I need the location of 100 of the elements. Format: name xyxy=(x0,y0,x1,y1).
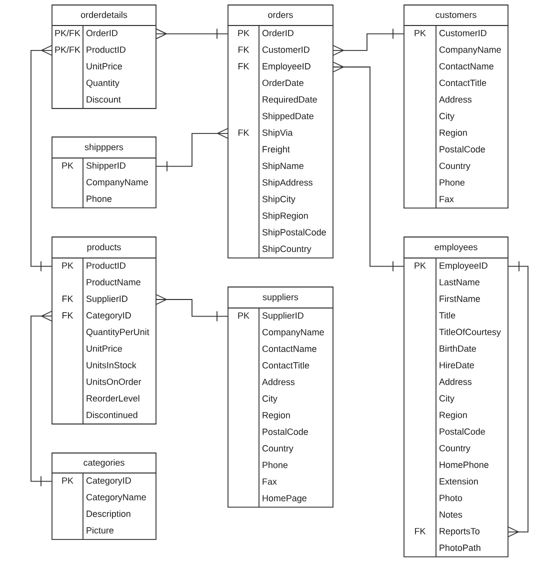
attribute-name: City xyxy=(439,394,454,404)
attribute-name: ShipAddress xyxy=(262,179,312,188)
attribute-name: CustomerID xyxy=(262,46,310,53)
attribute-name: EmployeeID xyxy=(262,62,310,72)
attribute-name: ContactTitle xyxy=(439,79,486,86)
attribute-name: ProductID xyxy=(86,46,126,53)
attribute-name: ShipperID xyxy=(86,162,126,170)
attribute-name: CompanyName xyxy=(86,178,148,188)
key-label: PK xyxy=(238,30,250,36)
attribute-name: ShipCity xyxy=(262,196,296,204)
attribute-name: ProductName xyxy=(86,278,140,286)
attribute-name: OrderID xyxy=(262,30,294,36)
attribute-name: Country xyxy=(439,162,470,171)
key-label: PK xyxy=(414,30,426,36)
attribute-name: Country xyxy=(439,444,470,454)
attribute-name: Fax xyxy=(262,478,277,485)
attribute-name: UnitsOnOrder xyxy=(86,378,142,385)
attribute-name: OrderID xyxy=(86,30,118,36)
attribute-name: RequiredDate xyxy=(262,96,317,104)
attribute-name: SupplierID xyxy=(262,312,304,320)
attribute-name: HomePhone xyxy=(440,461,488,468)
attribute-name: CompanyName xyxy=(439,46,501,55)
attribute-name: Notes xyxy=(440,511,462,518)
attribute-name: ShipName xyxy=(262,162,304,171)
relationship-line xyxy=(508,260,528,538)
attribute-name: ContactName xyxy=(262,346,316,352)
attribute-name: PostalCode xyxy=(440,428,485,435)
key-label: FK xyxy=(62,312,74,318)
attribute-name: ProductID xyxy=(86,262,126,269)
attribute-name: Extension xyxy=(440,478,478,485)
attribute-name: EmployeeID xyxy=(440,262,488,270)
key-label: PK/FK xyxy=(55,30,80,36)
relationship-line xyxy=(156,128,228,172)
relationship-line xyxy=(156,294,228,322)
attribute-name: Address xyxy=(439,378,472,385)
attribute-name: Region xyxy=(440,412,467,420)
attribute-name: Fax xyxy=(440,196,454,202)
attribute-name: ShippedDate xyxy=(262,112,314,122)
attribute-name: ContactTitle xyxy=(262,362,310,369)
attribute-name: CompanyName xyxy=(262,328,324,338)
relationship-line xyxy=(332,28,404,56)
attribute-name: Phone xyxy=(440,179,465,186)
attribute-name: UnitPrice xyxy=(86,62,122,70)
attribute-name: Address xyxy=(439,96,472,103)
key-label: PK xyxy=(414,262,426,269)
attribute-name: Discontinued xyxy=(86,412,138,418)
attribute-name: Discount xyxy=(86,96,121,103)
attribute-name: CategoryName xyxy=(86,494,146,502)
attribute-name: CategoryID xyxy=(86,312,131,320)
attribute-name: Region xyxy=(262,412,290,420)
key-label: PK xyxy=(238,312,250,319)
attribute-name: FirstName xyxy=(440,295,480,302)
attribute-name: Address xyxy=(262,378,295,386)
attribute-name: Quantity xyxy=(86,79,120,88)
attribute-name: HireDate xyxy=(440,362,474,368)
attribute-name: BirthDate xyxy=(440,345,476,352)
attribute-name: CategoryID xyxy=(86,477,131,486)
relationship-line xyxy=(30,44,52,272)
key-label: PK xyxy=(62,477,74,484)
attribute-name: Country xyxy=(262,445,294,454)
key-label: FK xyxy=(415,528,426,534)
attribute-name: Phone xyxy=(86,195,112,202)
attribute-name: CustomerID xyxy=(439,30,486,36)
attribute-name: PhotoPath xyxy=(440,544,480,551)
attribute-name: Title xyxy=(439,312,456,319)
relationship-line xyxy=(30,310,52,487)
relationship-line xyxy=(156,28,228,40)
attribute-name: Photo xyxy=(440,494,462,502)
key-label: PK xyxy=(62,262,74,269)
attribute-name: ShipCountry xyxy=(262,245,312,254)
attribute-name: ShipPostalCode xyxy=(262,228,326,238)
attribute-name: HomePage xyxy=(262,495,306,504)
key-label: FK xyxy=(62,296,74,302)
attribute-name: PostalCode xyxy=(262,428,308,435)
attribute-name: Description xyxy=(86,510,130,519)
attribute-name: OrderDate xyxy=(262,79,304,86)
key-label: PK xyxy=(62,162,74,169)
attribute-name: City xyxy=(439,112,454,122)
attribute-name: ShipVia xyxy=(262,129,293,138)
attribute-name: ContactName xyxy=(439,63,494,70)
key-label: PK/FK xyxy=(55,46,80,53)
attribute-name: ReportsTo xyxy=(440,528,480,536)
attribute-name: ReorderLevel xyxy=(86,394,140,402)
key-label: FK xyxy=(238,46,250,53)
attribute-name: UnitsInStock xyxy=(86,362,136,368)
attribute-name: SupplierID xyxy=(86,295,128,304)
attribute-name: Freight xyxy=(262,146,290,154)
attribute-name: QuantityPerUnit xyxy=(86,328,150,337)
attribute-name: TitleOfCourtesy xyxy=(439,328,501,337)
key-label: FK xyxy=(238,130,250,136)
attribute-name: City xyxy=(262,395,278,404)
attribute-name: Region xyxy=(440,129,467,138)
attribute-name: Picture xyxy=(86,526,114,534)
attribute-name: ShipRegion xyxy=(262,212,308,221)
attribute-name: PostalCode xyxy=(440,146,485,152)
attribute-name: Phone xyxy=(262,462,288,468)
attribute-name: LastName xyxy=(440,279,480,286)
relationship-line xyxy=(332,62,404,272)
attribute-name: UnitPrice xyxy=(86,345,122,352)
key-label: FK xyxy=(238,63,250,70)
